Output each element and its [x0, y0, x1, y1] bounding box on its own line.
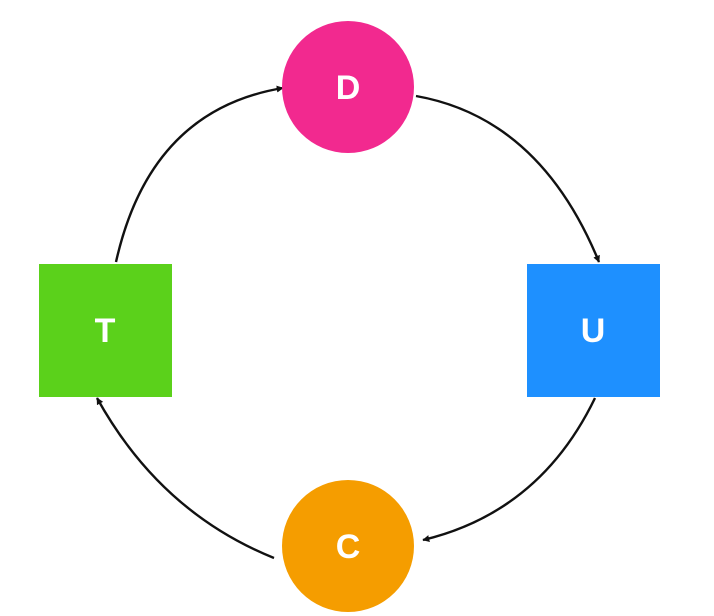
edge-d-to-u [415, 94, 601, 263]
edge-c-to-t [95, 397, 275, 560]
node-t: T [39, 264, 172, 397]
node-u: U [527, 264, 660, 397]
node-d-shape [282, 21, 414, 153]
node-d: D [282, 21, 414, 153]
node-c-label: C [336, 528, 361, 566]
node-c-shape [282, 480, 414, 612]
node-t-label: T [95, 312, 116, 350]
node-c: C [282, 480, 414, 612]
node-t-shape [39, 264, 172, 397]
edge-t-to-d [114, 85, 284, 263]
node-d-label: D [336, 69, 361, 107]
edge-u-to-c [422, 397, 597, 542]
node-u-label: U [581, 312, 606, 350]
node-u-shape [527, 264, 660, 397]
